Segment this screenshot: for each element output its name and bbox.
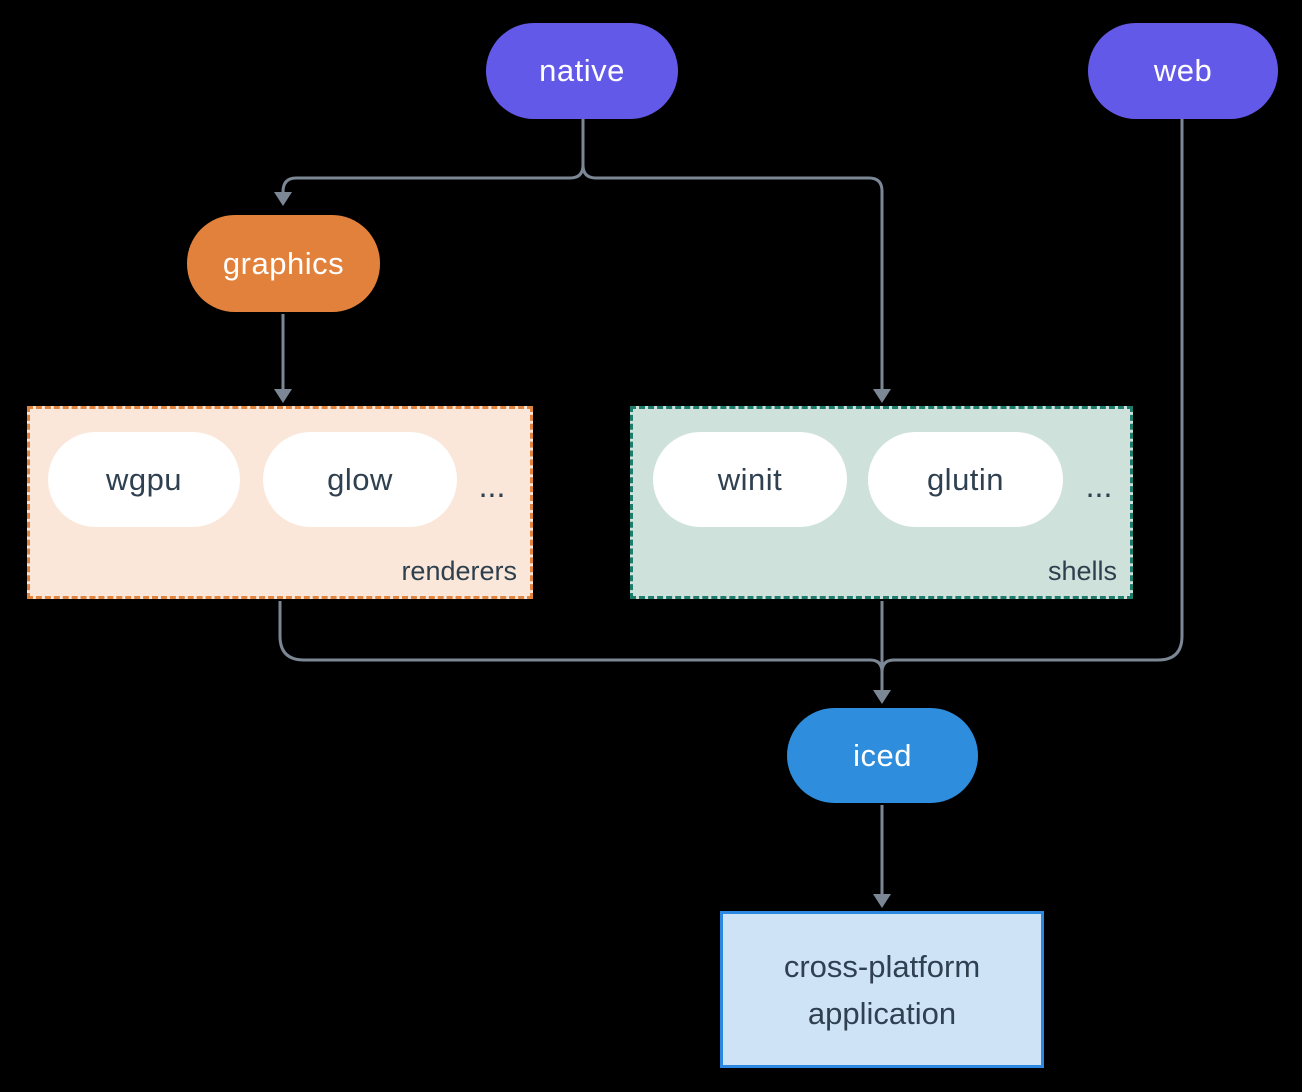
node-winit-label: winit [717, 461, 783, 497]
node-glow-label: glow [327, 461, 393, 497]
edge-graphics-to-renderers [274, 314, 292, 403]
arrowhead-renderers [274, 389, 292, 403]
group-shells: winit glutin ... shells [630, 406, 1133, 599]
node-graphics-label: graphics [222, 245, 345, 281]
edge-native-to-shells [581, 119, 891, 403]
node-iced-label: iced [853, 737, 912, 773]
shells-ellipsis: ... [1085, 468, 1113, 504]
node-native-label: native [539, 53, 625, 88]
node-wgpu-label: wgpu [105, 461, 183, 497]
edge-renderers-to-junction [278, 601, 884, 673]
node-glutin: glutin [868, 432, 1063, 527]
arrowhead-shells [873, 389, 891, 403]
group-renderers: wgpu glow ... renderers [27, 406, 533, 599]
application-label-line2: application [807, 995, 957, 1031]
node-graphics: graphics [187, 215, 380, 312]
node-cross-platform-application: cross-platform application [720, 911, 1044, 1068]
node-glow: glow [263, 432, 457, 527]
node-native: native [486, 23, 678, 119]
node-web-label: web [1153, 53, 1213, 88]
node-winit: winit [653, 432, 847, 527]
node-glutin-label: glutin [926, 461, 1005, 497]
node-iced: iced [787, 708, 978, 803]
edge-native-to-graphics [274, 119, 585, 206]
application-label-line1: cross-platform [783, 948, 981, 984]
edge-shells-to-iced [873, 601, 891, 704]
arrowhead-iced [873, 690, 891, 704]
edge-iced-to-application [873, 805, 891, 908]
renderers-group-label: renderers [401, 556, 517, 586]
node-wgpu: wgpu [48, 432, 240, 527]
renderers-ellipsis: ... [478, 468, 506, 504]
arrowhead-application [873, 894, 891, 908]
shells-group-label: shells [1047, 556, 1117, 586]
arrowhead-graphics [274, 192, 292, 206]
node-web: web [1088, 23, 1278, 119]
